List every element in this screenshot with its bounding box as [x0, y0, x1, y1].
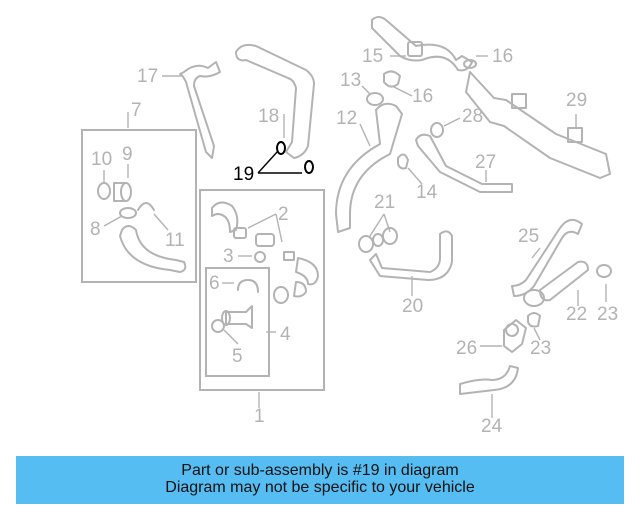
- part-27-pipe: [415, 133, 513, 193]
- part-16-fitting-b: [463, 59, 477, 69]
- part-2-hose: [211, 201, 319, 286]
- callout-15: 15: [362, 46, 383, 67]
- part-7-pipe: [119, 225, 187, 273]
- part-23-clamp-a: [596, 264, 612, 278]
- banner-line-2: Diagram may not be specific to your vehi…: [165, 479, 475, 496]
- part-10-ring: [97, 182, 111, 200]
- callout-7: 7: [131, 100, 142, 121]
- part-19-o-rings: [276, 141, 314, 174]
- callout-12: 12: [336, 108, 357, 129]
- callout-28: 28: [462, 106, 483, 127]
- part-22-pipe: [523, 260, 589, 307]
- part-18-hose: [235, 43, 315, 159]
- part-4-housing: [221, 305, 253, 329]
- callout-23-right: 23: [597, 304, 618, 325]
- callout-8: 8: [90, 219, 101, 240]
- parts-diagram: 1 2 3 4 5 6 7 8 9 10 11 12 13 14 15 16 1…: [81, 16, 618, 437]
- part-misc-1: [273, 281, 307, 304]
- callout-5: 5: [232, 346, 243, 367]
- part-29-rail: [465, 71, 611, 179]
- part-5-ring: [211, 319, 225, 333]
- callout-1: 1: [254, 406, 265, 427]
- callout-20: 20: [402, 296, 423, 317]
- part-6-hose: [237, 279, 259, 293]
- group-box-1: [199, 189, 325, 391]
- part-23-clamp-b: [527, 312, 541, 328]
- group-box-4: [205, 267, 270, 377]
- callout-22: 22: [566, 304, 587, 325]
- banner-line-1: Part or sub-assembly is #19 in diagram: [181, 462, 459, 479]
- part-11-hose: [137, 202, 155, 211]
- callout-21: 21: [374, 192, 395, 213]
- part-17-hose: [179, 61, 221, 159]
- leader-lines: [103, 55, 607, 418]
- callout-6: 6: [209, 273, 220, 294]
- callout-11: 11: [165, 230, 185, 251]
- part-13-clamp: [366, 92, 384, 106]
- part-9-flange: [113, 182, 132, 202]
- part-25-hose: [511, 218, 583, 297]
- callout-9: 9: [122, 144, 133, 165]
- part-15-hose: [371, 16, 473, 72]
- callout-10: 10: [91, 149, 112, 170]
- callout-16-mid: 16: [412, 86, 433, 107]
- part-21-clamps: [358, 227, 398, 253]
- part-8-clamp: [119, 207, 137, 219]
- part-24-hose: [459, 365, 519, 395]
- callout-27: 27: [475, 152, 496, 173]
- callout-14: 14: [416, 182, 438, 203]
- part-3-clip: [254, 251, 266, 263]
- part-28-ring: [430, 122, 444, 138]
- callout-19: 19: [233, 164, 254, 185]
- callout-29: 29: [566, 90, 587, 111]
- part-16-fitting-a: [383, 70, 401, 88]
- part-26-fitting: [503, 319, 527, 353]
- callout-25: 25: [518, 226, 539, 247]
- callout-4: 4: [280, 324, 291, 345]
- callout-26: 26: [456, 338, 477, 359]
- part-20-pipe: [369, 230, 453, 281]
- callout-23-lower: 23: [530, 338, 551, 359]
- callout-2: 2: [278, 204, 289, 225]
- part-12-hose: [335, 102, 403, 233]
- group-box-7: [81, 129, 197, 283]
- callout-13: 13: [340, 70, 361, 91]
- callout-16-top: 16: [492, 46, 513, 67]
- callout-18: 18: [258, 106, 279, 127]
- info-banner: Part or sub-assembly is #19 in diagram D…: [16, 456, 624, 504]
- part-14-clip: [397, 153, 409, 170]
- callout-3: 3: [223, 246, 234, 267]
- callout-24: 24: [481, 416, 503, 437]
- callout-17: 17: [137, 66, 158, 87]
